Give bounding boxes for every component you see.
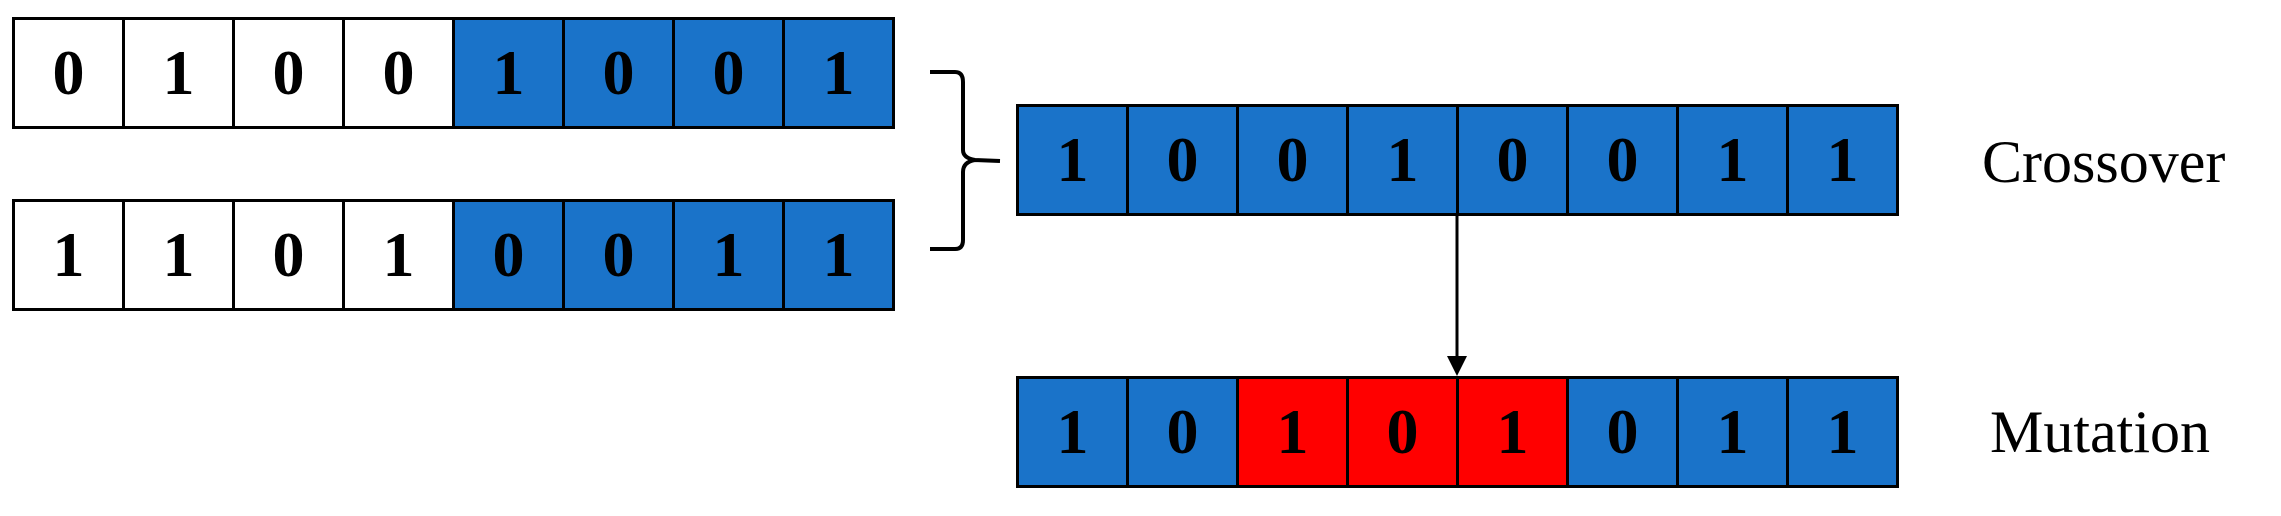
mutation-arrow-head (1447, 356, 1467, 376)
gene-cell: 1 (1679, 104, 1789, 216)
gene-cell: 1 (125, 17, 235, 129)
gene-cell: 0 (1239, 104, 1349, 216)
gene-cell: 0 (565, 199, 675, 311)
crossover-label: Crossover (1982, 129, 2226, 195)
gene-cell: 1 (125, 199, 235, 311)
gene-cell: 0 (1349, 376, 1459, 488)
gene-cell: 1 (1019, 104, 1129, 216)
gene-cell: 0 (15, 17, 125, 129)
gene-cell: 0 (565, 17, 675, 129)
gene-cell: 1 (1789, 104, 1899, 216)
gene-cell: 0 (1459, 104, 1569, 216)
gene-cell: 1 (785, 199, 895, 311)
gene-cell: 1 (1349, 104, 1459, 216)
gene-cell: 1 (675, 199, 785, 311)
gene-cell: 1 (1789, 376, 1899, 488)
gene-cell: 1 (345, 199, 455, 311)
gene-cell: 1 (1239, 376, 1349, 488)
gene-cell: 1 (15, 199, 125, 311)
mutation-label: Mutation (1990, 399, 2210, 465)
gene-cell: 0 (455, 199, 565, 311)
crossover-bracket (930, 70, 1001, 251)
gene-cell: 0 (1129, 376, 1239, 488)
gene-cell: 0 (235, 199, 345, 311)
gene-cell: 1 (1019, 376, 1129, 488)
gene-cell: 1 (1679, 376, 1789, 488)
gene-cell: 0 (1569, 376, 1679, 488)
gene-cell: 0 (1129, 104, 1239, 216)
gene-cell: 1 (1459, 376, 1569, 488)
gene-cell: 1 (785, 17, 895, 129)
gene-cell: 0 (675, 17, 785, 129)
gene-cell: 0 (235, 17, 345, 129)
gene-cell: 0 (1569, 104, 1679, 216)
gene-cell: 0 (345, 17, 455, 129)
gene-cell: 1 (455, 17, 565, 129)
